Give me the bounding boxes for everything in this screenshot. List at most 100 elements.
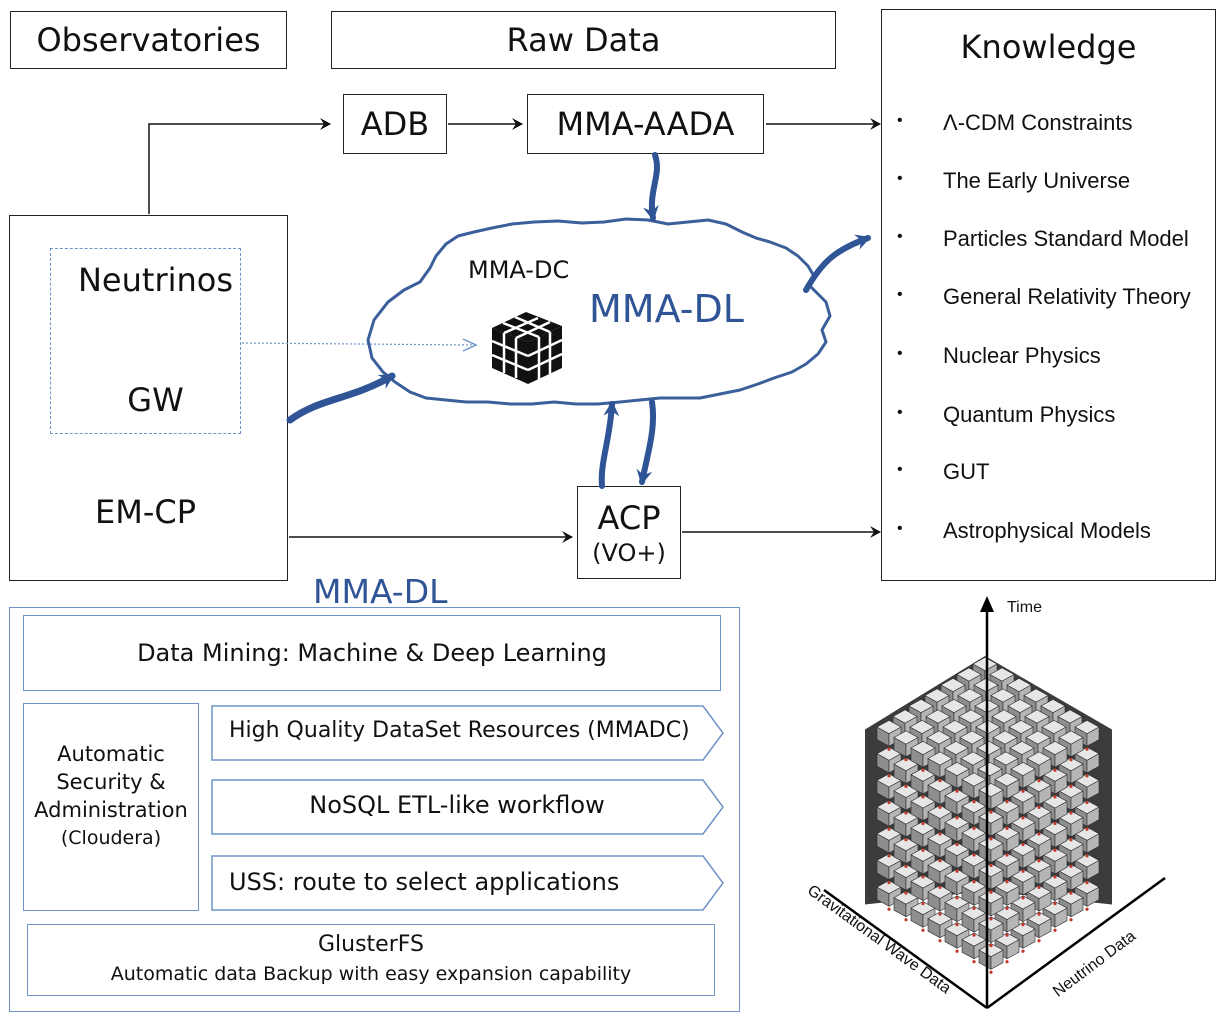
data-cube-icon — [486, 306, 566, 386]
cube-link — [955, 842, 959, 847]
data-lake-cloud — [366, 217, 832, 406]
data-mining-layer: Data Mining: Machine & Deep Learning — [23, 615, 721, 691]
cube-link — [955, 789, 959, 793]
cube-cell — [893, 810, 919, 825]
cube-cell — [944, 762, 970, 776]
cube-cell — [1074, 773, 1100, 788]
cube-cell — [961, 905, 987, 920]
glusterfs-title: GlusterFS — [317, 932, 424, 957]
cube-link — [971, 779, 975, 783]
cube-cell — [892, 709, 918, 724]
cube-cell — [1026, 838, 1040, 859]
cube-cell — [876, 859, 890, 881]
cube-link — [952, 726, 956, 730]
cube-cell — [1070, 790, 1084, 811]
etl-workflow-label: NoSQL ETL-like workflow — [309, 791, 605, 819]
adb-box: ADB — [343, 94, 447, 154]
cube-link — [921, 768, 925, 772]
cube-cell — [1006, 778, 1020, 800]
cube-cell — [1054, 907, 1068, 928]
cube-link — [938, 832, 942, 836]
cube-cell — [941, 699, 967, 713]
cube-cell — [952, 684, 966, 705]
cube-link — [1069, 811, 1073, 815]
knowledge-panel: Knowledge • Λ-CDM Constraints • The Earl… — [881, 9, 1216, 581]
cube-link — [954, 768, 958, 772]
cube-link — [989, 917, 993, 921]
cube-cell — [888, 779, 902, 801]
cube-link — [938, 779, 942, 783]
cube-cell — [876, 800, 902, 814]
cube-cell — [1007, 699, 1033, 713]
cube-cell — [910, 794, 936, 809]
cube-link — [920, 747, 924, 751]
cube-link — [972, 933, 976, 937]
cube-cell — [876, 853, 902, 868]
cube-cell — [927, 858, 953, 873]
cube-link — [1037, 779, 1041, 783]
knowledge-item-label: Nuclear Physics — [943, 343, 1101, 368]
cube-link — [935, 716, 939, 720]
cube-cell — [922, 800, 936, 822]
cube-cell — [993, 751, 1019, 766]
cube-cell — [1058, 863, 1084, 878]
cube-cell — [1026, 831, 1052, 846]
cube-cell — [1026, 778, 1052, 793]
cube-link — [1021, 789, 1025, 793]
cube-cell — [992, 730, 1018, 745]
cube-cell — [976, 747, 990, 768]
cube-link — [1037, 805, 1041, 809]
cube-link — [1069, 918, 1073, 922]
cube-cell — [893, 863, 919, 878]
cube-link — [1085, 827, 1089, 831]
cube-cell — [1042, 874, 1068, 889]
cube-link — [1052, 747, 1056, 751]
raw-data-header: Raw Data — [331, 11, 836, 69]
cube-link — [1085, 854, 1089, 858]
cube-link — [1069, 891, 1073, 895]
cube-cell — [1026, 858, 1052, 873]
cube-cell — [876, 779, 890, 801]
cube-cell — [973, 778, 987, 800]
cube-link — [1037, 885, 1041, 890]
cube-cell — [961, 805, 975, 826]
knowledge-item-label: Quantum Physics — [943, 402, 1116, 427]
cube-cell — [921, 726, 935, 747]
cube-cell — [893, 783, 919, 798]
cube-link — [904, 758, 908, 762]
cube-cell — [1010, 821, 1024, 843]
cube-cell — [920, 705, 934, 726]
cube-cell — [956, 875, 970, 896]
cube-link — [1069, 838, 1073, 842]
cube-cell — [942, 720, 968, 734]
cube-link — [1053, 902, 1057, 906]
cube-cell — [1054, 747, 1068, 768]
cube-cell — [1042, 827, 1056, 848]
cube-cell — [1026, 918, 1040, 939]
cube-cell — [927, 778, 953, 793]
cube-cell — [944, 901, 958, 923]
cube-link — [955, 896, 959, 900]
cube-cell — [1057, 715, 1071, 737]
cube-cell — [1006, 684, 1020, 705]
cube-cell — [1022, 768, 1036, 789]
cube-cell — [973, 678, 999, 692]
cube-link — [955, 923, 959, 927]
cube-cell — [975, 720, 1001, 734]
cube-cell — [961, 859, 975, 880]
cube-link — [972, 826, 976, 830]
cube-cell — [1022, 848, 1036, 869]
cube-link — [951, 705, 955, 709]
cube-cell — [876, 773, 902, 788]
cube-link — [989, 890, 993, 894]
cube-cell — [975, 726, 989, 747]
cube-link — [938, 939, 942, 943]
cube-cell — [926, 730, 952, 745]
cube-cell — [1054, 800, 1068, 822]
cube-cell — [926, 736, 940, 758]
cube-link — [955, 869, 959, 873]
cube-cell — [978, 916, 1004, 931]
cube-link — [904, 891, 908, 895]
cube-cell — [994, 859, 1008, 880]
cube-cell — [1074, 880, 1100, 895]
